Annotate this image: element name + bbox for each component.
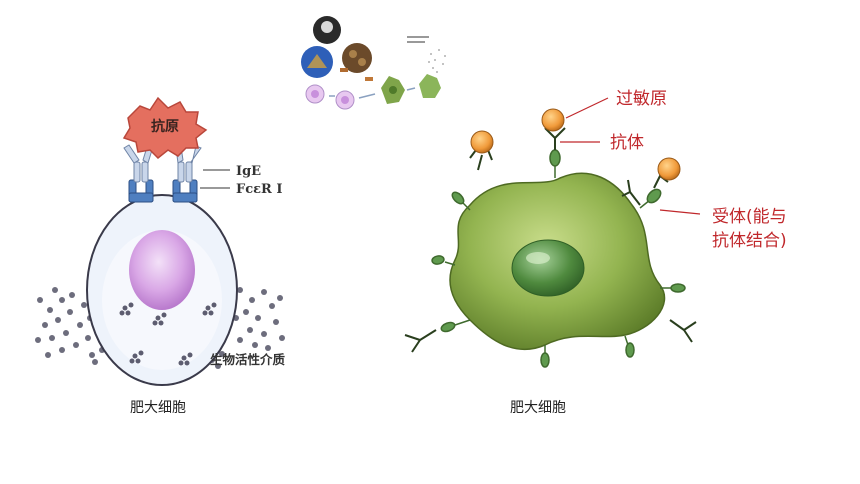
green-nucleus — [511, 239, 585, 297]
free-antibody-bottom-left — [404, 329, 437, 353]
antigen-label: 抗原 — [151, 118, 179, 135]
receptor-label-line1: 受体(能与 — [712, 207, 787, 227]
allergy-process-thumbnail — [301, 16, 446, 110]
antigen-shape — [122, 96, 208, 160]
right-caption: 肥大细胞 — [510, 400, 566, 416]
mediator-label: 生物活性介质 — [210, 352, 286, 367]
fc-receptor-left — [128, 179, 154, 203]
free-allergen-antibody-left — [469, 149, 493, 171]
left-caption: 肥大细胞 — [130, 400, 186, 416]
allergen-top — [541, 108, 565, 132]
receptor-label-line2: 抗体结合) — [712, 231, 787, 251]
ige-antibody-left — [123, 144, 153, 183]
fc-receptor-right — [172, 179, 198, 203]
free-antibody-right — [669, 319, 697, 343]
mediator-granules-right — [233, 287, 285, 351]
allergen-right — [657, 157, 681, 181]
mediator-granules-left — [35, 287, 93, 358]
internal-granules — [119, 302, 217, 366]
antibody-label: 抗体 — [610, 133, 644, 153]
ige-label: IgE — [236, 164, 261, 179]
receptor-label: FcεR Ⅰ — [236, 182, 282, 197]
nucleus — [129, 230, 195, 310]
allergen-label: 过敏原 — [616, 89, 667, 109]
allergen-free — [470, 130, 494, 154]
bound-antibody-top — [544, 127, 566, 150]
cell-surface-receptors — [431, 149, 686, 368]
